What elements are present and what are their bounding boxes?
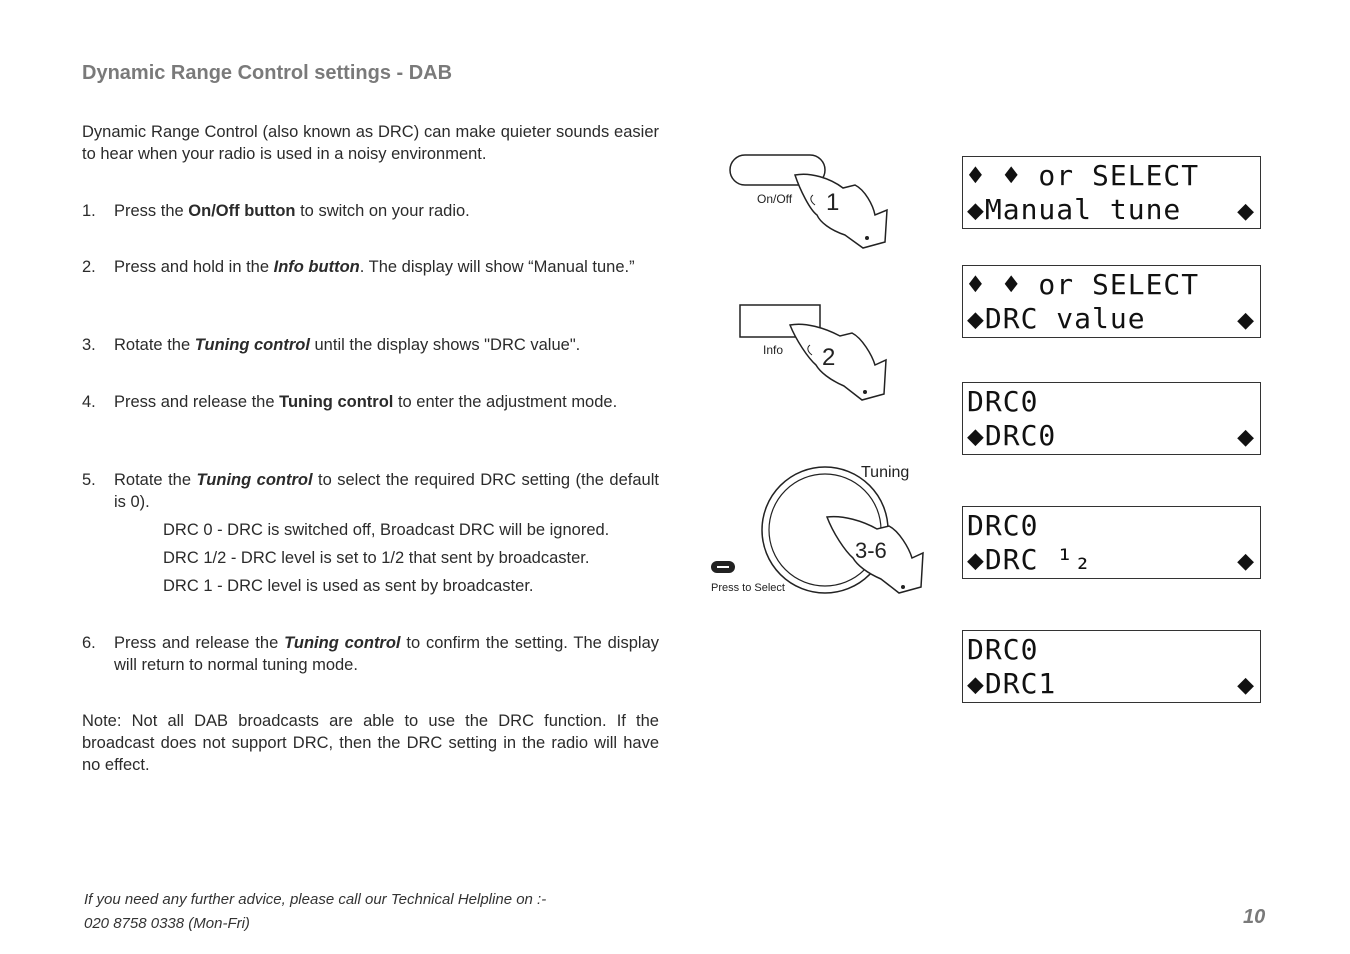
arrow-right-icon: ◆ (1237, 549, 1254, 574)
info-illustration: Info 2 (739, 304, 887, 401)
step-number: 2. (82, 258, 96, 276)
step-5: 5. Rotate the Tuning control to select t… (82, 469, 659, 513)
press-to-select-label: Press to Select (711, 582, 785, 594)
tuning-label: Tuning (861, 464, 909, 481)
step-2: 2. Press and hold in the Info button. Th… (82, 256, 659, 278)
step-number: 4. (82, 393, 96, 411)
lcd-line-2: ◆DRC value (967, 302, 1146, 335)
step-text: until the display shows "DRC value". (309, 336, 581, 354)
step-emphasis: Tuning control (279, 393, 394, 411)
step-marker-1: 1 (826, 189, 839, 216)
onoff-label: On/Off (757, 192, 793, 206)
hand-pointer-icon (788, 323, 887, 401)
step-text: to select the required DRC setting (the … (114, 471, 659, 511)
lcd-display-drc1: DRC0 ◆DRC1 ◆ (962, 630, 1261, 703)
step-number: 5. (82, 471, 96, 489)
lcd-line-1: DRC0 (967, 633, 1039, 666)
drc-option-0: DRC 0 - DRC is switched off, Broadcast D… (163, 521, 610, 539)
lcd-line-1: ♦ ♦ or SELECT (967, 159, 1200, 192)
arrow-right-icon: ◆ (1237, 425, 1254, 450)
arrow-right-icon: ◆ (1237, 673, 1254, 698)
step-text: to switch on your radio. (295, 202, 470, 220)
arrow-right-icon: ◆ (1237, 199, 1254, 224)
footer-phone: 020 8758 0338 (Mon-Fri) (84, 915, 250, 932)
step-text: Rotate the (114, 336, 195, 354)
lcd-display-manual-tune: ♦ ♦ or SELECT ◆Manual tune ◆ (962, 156, 1261, 229)
step-emphasis: On/Off button (188, 202, 296, 220)
arrow-right-icon: ◆ (1237, 308, 1254, 333)
step-6: 6. Press and release the Tuning control … (82, 632, 659, 676)
step-text: to enter the adjustment mode. (393, 393, 618, 411)
lcd-line-2: ◆DRC0 (967, 419, 1057, 452)
step-emphasis: Tuning control (196, 471, 313, 489)
lcd-line-1: DRC0 (967, 385, 1039, 418)
step-number: 6. (82, 634, 96, 652)
step-text: Press the (114, 202, 189, 220)
lcd-line-2: ◆DRC ¹₂ (967, 543, 1093, 576)
onoff-illustration: On/Off 1 (729, 154, 888, 249)
step-number: 3. (82, 336, 96, 354)
lcd-display-drc-value: ♦ ♦ or SELECT ◆DRC value ◆ (962, 265, 1261, 338)
lcd-line-1: ♦ ♦ or SELECT (967, 268, 1200, 301)
step-text: Rotate the (114, 471, 197, 489)
step-4: 4. Press and release the Tuning control … (82, 391, 659, 413)
step-marker-2: 2 (822, 344, 835, 371)
drc-option-1: DRC 1 - DRC level is used as sent by bro… (163, 577, 534, 595)
step-emphasis: Info button (273, 258, 360, 276)
tuning-illustration: Tuning 3-6 Press to Select (711, 464, 924, 594)
hand-pointer-icon (825, 515, 924, 594)
lcd-display-drc-half: DRC0 ◆DRC ¹₂ ◆ (962, 506, 1261, 579)
lcd-line-1: DRC0 (967, 509, 1039, 542)
drc-option-half: DRC 1/2 - DRC level is set to 1/2 that s… (163, 549, 590, 567)
step-marker-3-6: 3-6 (855, 538, 887, 563)
lcd-line-2: ◆DRC1 (967, 667, 1057, 700)
step-text: Press and release the (114, 634, 285, 652)
info-label: Info (763, 343, 783, 357)
step-1: 1. Press the On/Off button to switch on … (82, 200, 659, 222)
step-3: 3. Rotate the Tuning control until the d… (82, 334, 659, 356)
page-number: 10 (1243, 906, 1266, 928)
page-title: Dynamic Range Control settings - DAB (82, 62, 453, 84)
step-text: Press and hold in the (114, 258, 274, 276)
hand-pointer-icon (794, 173, 888, 249)
step-emphasis: Tuning control (284, 634, 401, 652)
lcd-display-drc0: DRC0 ◆DRC0 ◆ (962, 382, 1261, 455)
footer-helpline: If you need any further advice, please c… (84, 891, 547, 908)
step-number: 1. (82, 202, 96, 220)
step-text: . The display will show “Manual tune.” (359, 258, 635, 276)
step-emphasis: Tuning control (194, 336, 310, 354)
intro-paragraph: Dynamic Range Control (also known as DRC… (82, 123, 659, 163)
lcd-line-2: ◆Manual tune (967, 193, 1182, 226)
step-text: to confirm the setting. The display will… (114, 634, 659, 674)
step-text: Press and release the (114, 393, 280, 411)
note-paragraph: Note: Not all DAB broadcasts are able to… (82, 712, 659, 774)
